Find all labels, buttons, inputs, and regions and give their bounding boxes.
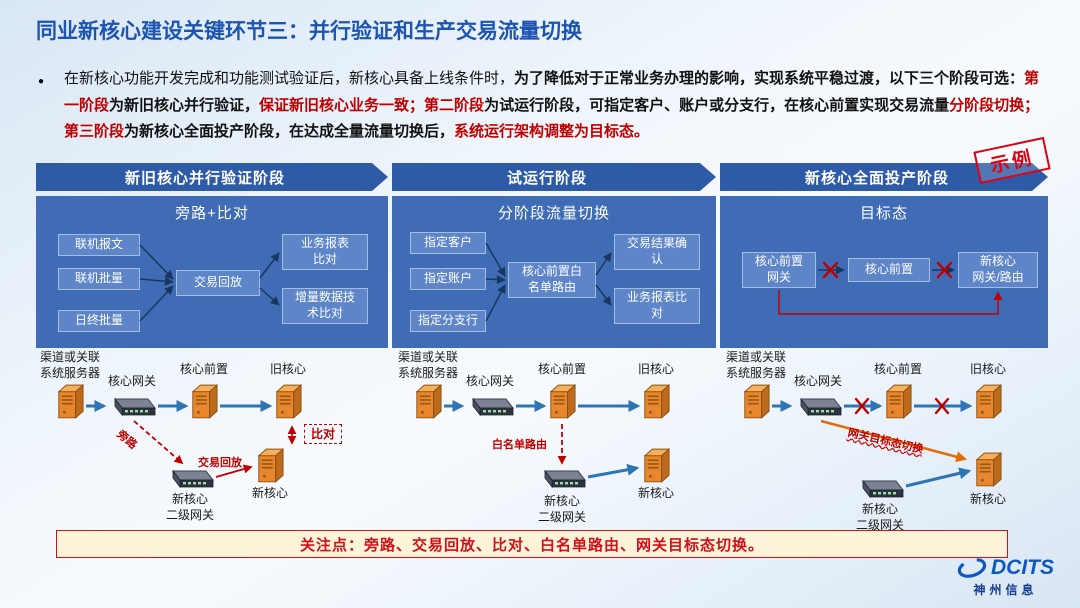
brand-text: DCITS — [991, 556, 1054, 579]
server-icon — [548, 382, 576, 420]
switch-icon — [466, 396, 514, 418]
server-icon — [414, 382, 442, 420]
brand-row: DCITS — [957, 556, 1054, 580]
flow-box-transaction-replay: 交易回放 — [176, 270, 260, 296]
node-label-gateway: 核心网关 — [793, 374, 842, 388]
flow-box-designated-branch: 指定分支行 — [410, 310, 486, 332]
intro-segment: 第二阶段 — [424, 96, 485, 114]
flow-box-core-front: 核心前置 — [848, 258, 930, 282]
flow-box-report-compare: 业务报表 比对 — [282, 234, 368, 270]
footer-banner: 关注点：旁路、交易回放、比对、白名单路由、网关目标态切换。 — [56, 530, 1008, 558]
phase-banner-trial: 试运行阶段 — [392, 163, 716, 191]
intro-segment: 第一阶段 — [64, 70, 1040, 114]
flow-box-designated-account: 指定账户 — [410, 268, 486, 290]
switch-icon — [108, 396, 156, 418]
panel-title: 目标态 — [859, 205, 908, 222]
flow-box-incremental-compare: 增量数据技 术比对 — [282, 288, 368, 324]
node-label-new-gateway: 新核心 二级网关 — [537, 494, 586, 524]
intro-segment: 为新核心全面投产阶段，在达成全量流量切换后， — [124, 123, 455, 141]
flow-box-online-message: 联机报文 — [58, 234, 140, 256]
flow-box-newcore-gateway: 新核心 网关/路由 — [958, 252, 1038, 288]
flow-box-report-compare-2: 业务报表比 对 — [614, 288, 700, 324]
intro-segment: 分阶段切换； — [949, 96, 1040, 114]
intro-block: ● 在新核心功能开发完成和功能测试验证后，新核心具备上线条件时，为了降低对于正常… — [38, 66, 1043, 146]
note-replay: 交易回放 — [198, 457, 242, 469]
note-whitelist: 白名单路由 — [492, 439, 547, 451]
server-icon — [742, 382, 770, 420]
node-label-old-core: 旧核心 — [969, 362, 1006, 376]
company-logo: DCITS 神州信息 — [957, 556, 1054, 598]
node-label-channel: 渠道或关联 系统服务器 — [397, 350, 458, 380]
intro-paragraph: 在新核心功能开发完成和功能测试验证后，新核心具备上线条件时，为了降低对于正常业务… — [38, 66, 1043, 146]
phase-banner-parallel: 新旧核心并行验证阶段 — [36, 163, 388, 191]
flow-box-front-gateway: 核心前置 网关 — [742, 252, 816, 288]
page-title: 同业新核心建设关键环节三：并行验证和生产交易流量切换 — [36, 20, 582, 43]
server-icon — [642, 446, 670, 484]
server-icon — [974, 450, 1002, 488]
intro-segment: 在新核心功能开发完成和功能测试验证后，新核心具备上线条件时， — [64, 70, 515, 87]
node-label-new-core: 新核心 — [251, 486, 288, 500]
flow-box-online-batch: 联机批量 — [58, 268, 140, 290]
note-compare: 比对 — [304, 424, 342, 444]
logo-swoosh-icon — [957, 558, 987, 578]
server-icon — [642, 382, 670, 420]
node-label-front: 核心前置 — [873, 362, 922, 376]
flow-box-whitelist-routing: 核心前置白 名单路由 — [508, 262, 596, 298]
intro-segment: 第三阶段 — [64, 123, 125, 141]
note-target-switch: 网关目标态切换 — [846, 426, 925, 456]
node-label-new-core: 新核心 — [637, 486, 674, 500]
node-label-old-core: 旧核心 — [269, 362, 306, 376]
switch-icon — [856, 478, 904, 500]
panel-title: 旁路+比对 — [175, 205, 249, 222]
note-bypass: 旁路 — [114, 428, 139, 452]
switch-icon — [538, 468, 586, 490]
server-icon — [256, 446, 284, 484]
server-icon — [56, 382, 84, 420]
node-label-front: 核心前置 — [537, 362, 586, 376]
node-label-old-core: 旧核心 — [637, 362, 674, 376]
switch-icon — [166, 468, 214, 490]
bullet-icon: ● — [38, 76, 45, 87]
node-label-channel: 渠道或关联 系统服务器 — [725, 350, 786, 380]
flow-box-designated-customer: 指定客户 — [410, 232, 486, 254]
intro-segment: 系统运行架构调整为目标态。 — [454, 123, 650, 141]
flow-box-result-confirm: 交易结果确 认 — [614, 234, 700, 270]
panel-title: 分阶段流量切换 — [497, 205, 610, 222]
intro-segment: 为新旧核心并行验证， — [109, 96, 260, 114]
node-label-new-gateway: 新核心 二级网关 — [855, 502, 904, 532]
server-icon — [274, 382, 302, 420]
flow-box-eod-batch: 日终批量 — [58, 310, 140, 332]
switch-icon — [794, 396, 842, 418]
intro-segment: 为了降低对于正常业务办理的影响，实现系统平稳过渡，以下三个阶段可选： — [514, 70, 1025, 87]
phase-banner-full-prod: 新核心全面投产阶段 — [720, 163, 1048, 191]
node-label-new-gateway: 新核心 二级网关 — [165, 492, 214, 522]
intro-segment: 为试运行阶段，可指定客户、账户或分支行，在核心前置实现交易流量 — [484, 96, 950, 114]
node-label-new-core: 新核心 — [969, 492, 1006, 506]
node-label-channel: 渠道或关联 系统服务器 — [39, 350, 100, 380]
intro-segment: 保证新旧核心业务一致； — [259, 96, 425, 114]
node-label-gateway: 核心网关 — [107, 374, 156, 388]
company-name: 神州信息 — [973, 583, 1038, 597]
server-icon — [190, 382, 218, 420]
node-label-front: 核心前置 — [179, 362, 228, 376]
node-label-gateway: 核心网关 — [465, 374, 514, 388]
server-icon — [974, 382, 1002, 420]
server-icon — [884, 382, 912, 420]
